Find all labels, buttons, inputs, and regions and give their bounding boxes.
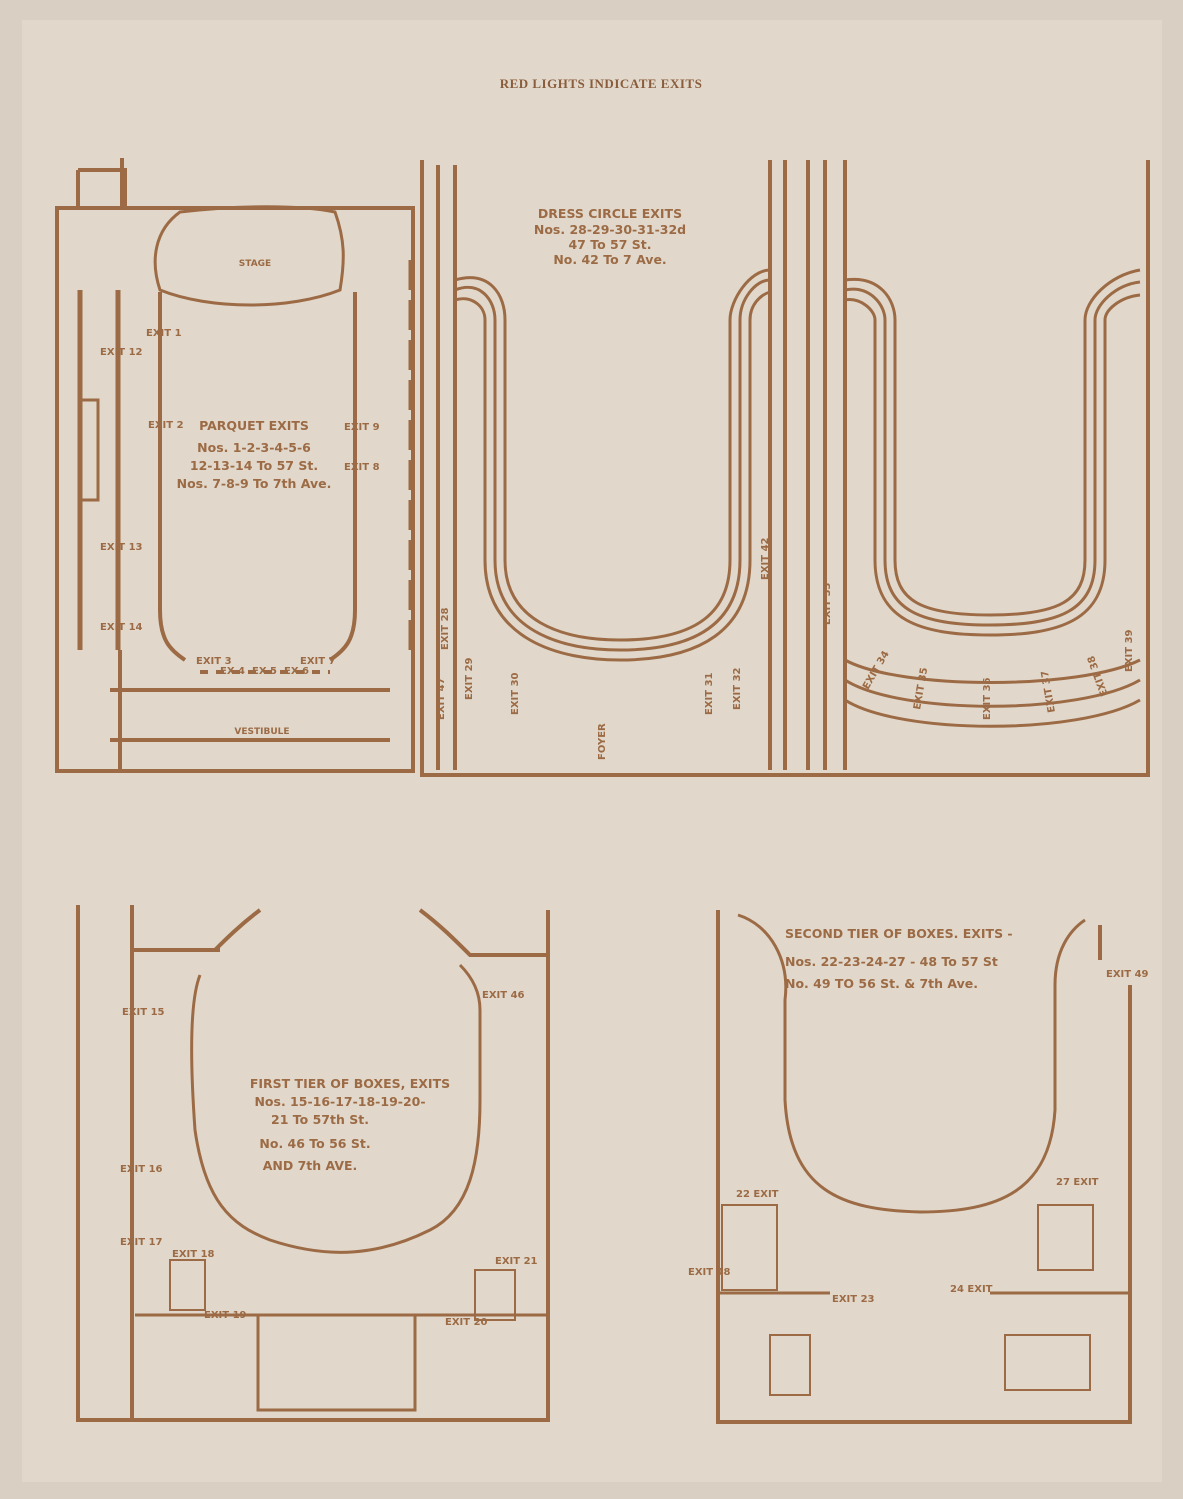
exit-label: EXIT 17 — [120, 1237, 163, 1248]
exit-label: EXIT 18 — [172, 1249, 215, 1260]
first-tier-title: FIRST TIER OF BOXES, EXITS — [250, 1076, 450, 1091]
exit-label: EXIT 23 — [832, 1294, 875, 1305]
first-tier-line: No. 46 To 56 St. — [259, 1136, 370, 1151]
exit-label: EX 6 — [284, 666, 309, 677]
exit-label: EX 5 — [252, 666, 277, 677]
exit-label: 22 EXIT — [736, 1189, 779, 1200]
second-tier-line: Nos. 22-23-24-27 - 48 To 57 St — [785, 954, 998, 969]
parquet-exits-title: PARQUET EXITS — [199, 418, 309, 433]
exit-label: EXIT 33 — [822, 582, 833, 625]
first-tier-line: AND 7th AVE. — [263, 1158, 358, 1173]
page-header: RED LIGHTS INDICATE EXITS — [500, 76, 703, 91]
exit-label: EXIT 20 — [445, 1317, 488, 1328]
first-tier-plan — [76, 905, 550, 1422]
exit-label: EXIT 12 — [100, 347, 143, 358]
dress-circle-line: 47 To 57 St. — [568, 237, 651, 252]
second-tier-plan — [716, 910, 1132, 1424]
exit-label: EXIT 29 — [464, 657, 475, 700]
exit-label: 24 EXIT — [950, 1284, 993, 1295]
parquet-line: Nos. 7-8-9 To 7th Ave. — [177, 476, 332, 491]
exit-label: EXIT 15 — [122, 1007, 165, 1018]
exit-label: EXIT 19 — [204, 1310, 247, 1321]
exit-label: EXIT 36 — [982, 677, 993, 720]
exit-label: EXIT 13 — [100, 542, 143, 553]
first-tier-line: 21 To 57th St. — [271, 1112, 369, 1127]
parquet-plan — [55, 158, 415, 773]
dress-circle-title: DRESS CIRCLE EXITS — [538, 206, 682, 221]
parquet-line: 12-13-14 To 57 St. — [190, 458, 318, 473]
second-tier-title: SECOND TIER OF BOXES. EXITS - — [785, 926, 1013, 941]
first-tier-exit-labels: EXIT 15 EXIT 16 EXIT 17 EXIT 18 EXIT 19 … — [120, 990, 538, 1328]
exit-label: EXIT 1 — [146, 328, 182, 339]
exit-label: EXIT 8 — [344, 462, 380, 473]
foyer-label: FOYER — [597, 723, 608, 760]
exit-label: EXIT 7 — [300, 656, 336, 667]
exit-label: EXIT 30 — [510, 672, 521, 715]
dress-circle-line: Nos. 28-29-30-31-32d — [534, 222, 686, 237]
exit-label: EXIT 2 — [148, 420, 184, 431]
exit-label: EXIT 42 — [760, 537, 771, 580]
exit-label: EXIT 47 — [436, 677, 447, 720]
exit-label: EXIT 16 — [120, 1164, 163, 1175]
exit-label: EXIT 31 — [704, 672, 715, 715]
exit-label: EXIT 32 — [732, 667, 743, 710]
exit-label: EXIT 46 — [482, 990, 525, 1001]
exit-label: EXIT 3 — [196, 656, 232, 667]
stage-label: STAGE — [239, 259, 271, 269]
paper-sheet — [22, 20, 1162, 1482]
parquet-exit-labels: EXIT 1 EXIT 2 EXIT 3 EX 4 EX 5 EX 6 EXIT… — [100, 328, 380, 677]
dress-circle-line: No. 42 To 7 Ave. — [553, 252, 666, 267]
parquet-line: Nos. 1-2-3-4-5-6 — [197, 440, 311, 455]
second-tier-line: No. 49 TO 56 St. & 7th Ave. — [785, 976, 978, 991]
first-tier-line: Nos. 15-16-17-18-19-20- — [254, 1094, 425, 1109]
second-tier-exit-labels: 22 EXIT 27 EXIT EXIT 48 EXIT 49 EXIT 23 … — [688, 969, 1149, 1305]
exit-label: EXIT 14 — [100, 622, 143, 633]
exit-label: EXIT 9 — [344, 422, 380, 433]
exit-label: EXIT 48 — [688, 1267, 731, 1278]
dress-circle-plan — [420, 160, 1150, 777]
exit-label: EXIT 28 — [440, 607, 451, 650]
vestibule-label: VESTIBULE — [234, 727, 289, 737]
exit-label: EXIT 39 — [1124, 629, 1135, 672]
exit-label: EX 4 — [220, 666, 245, 677]
exit-label: EXIT 21 — [495, 1256, 538, 1267]
exit-label: 27 EXIT — [1056, 1177, 1099, 1188]
exit-label: EXIT 49 — [1106, 969, 1149, 980]
